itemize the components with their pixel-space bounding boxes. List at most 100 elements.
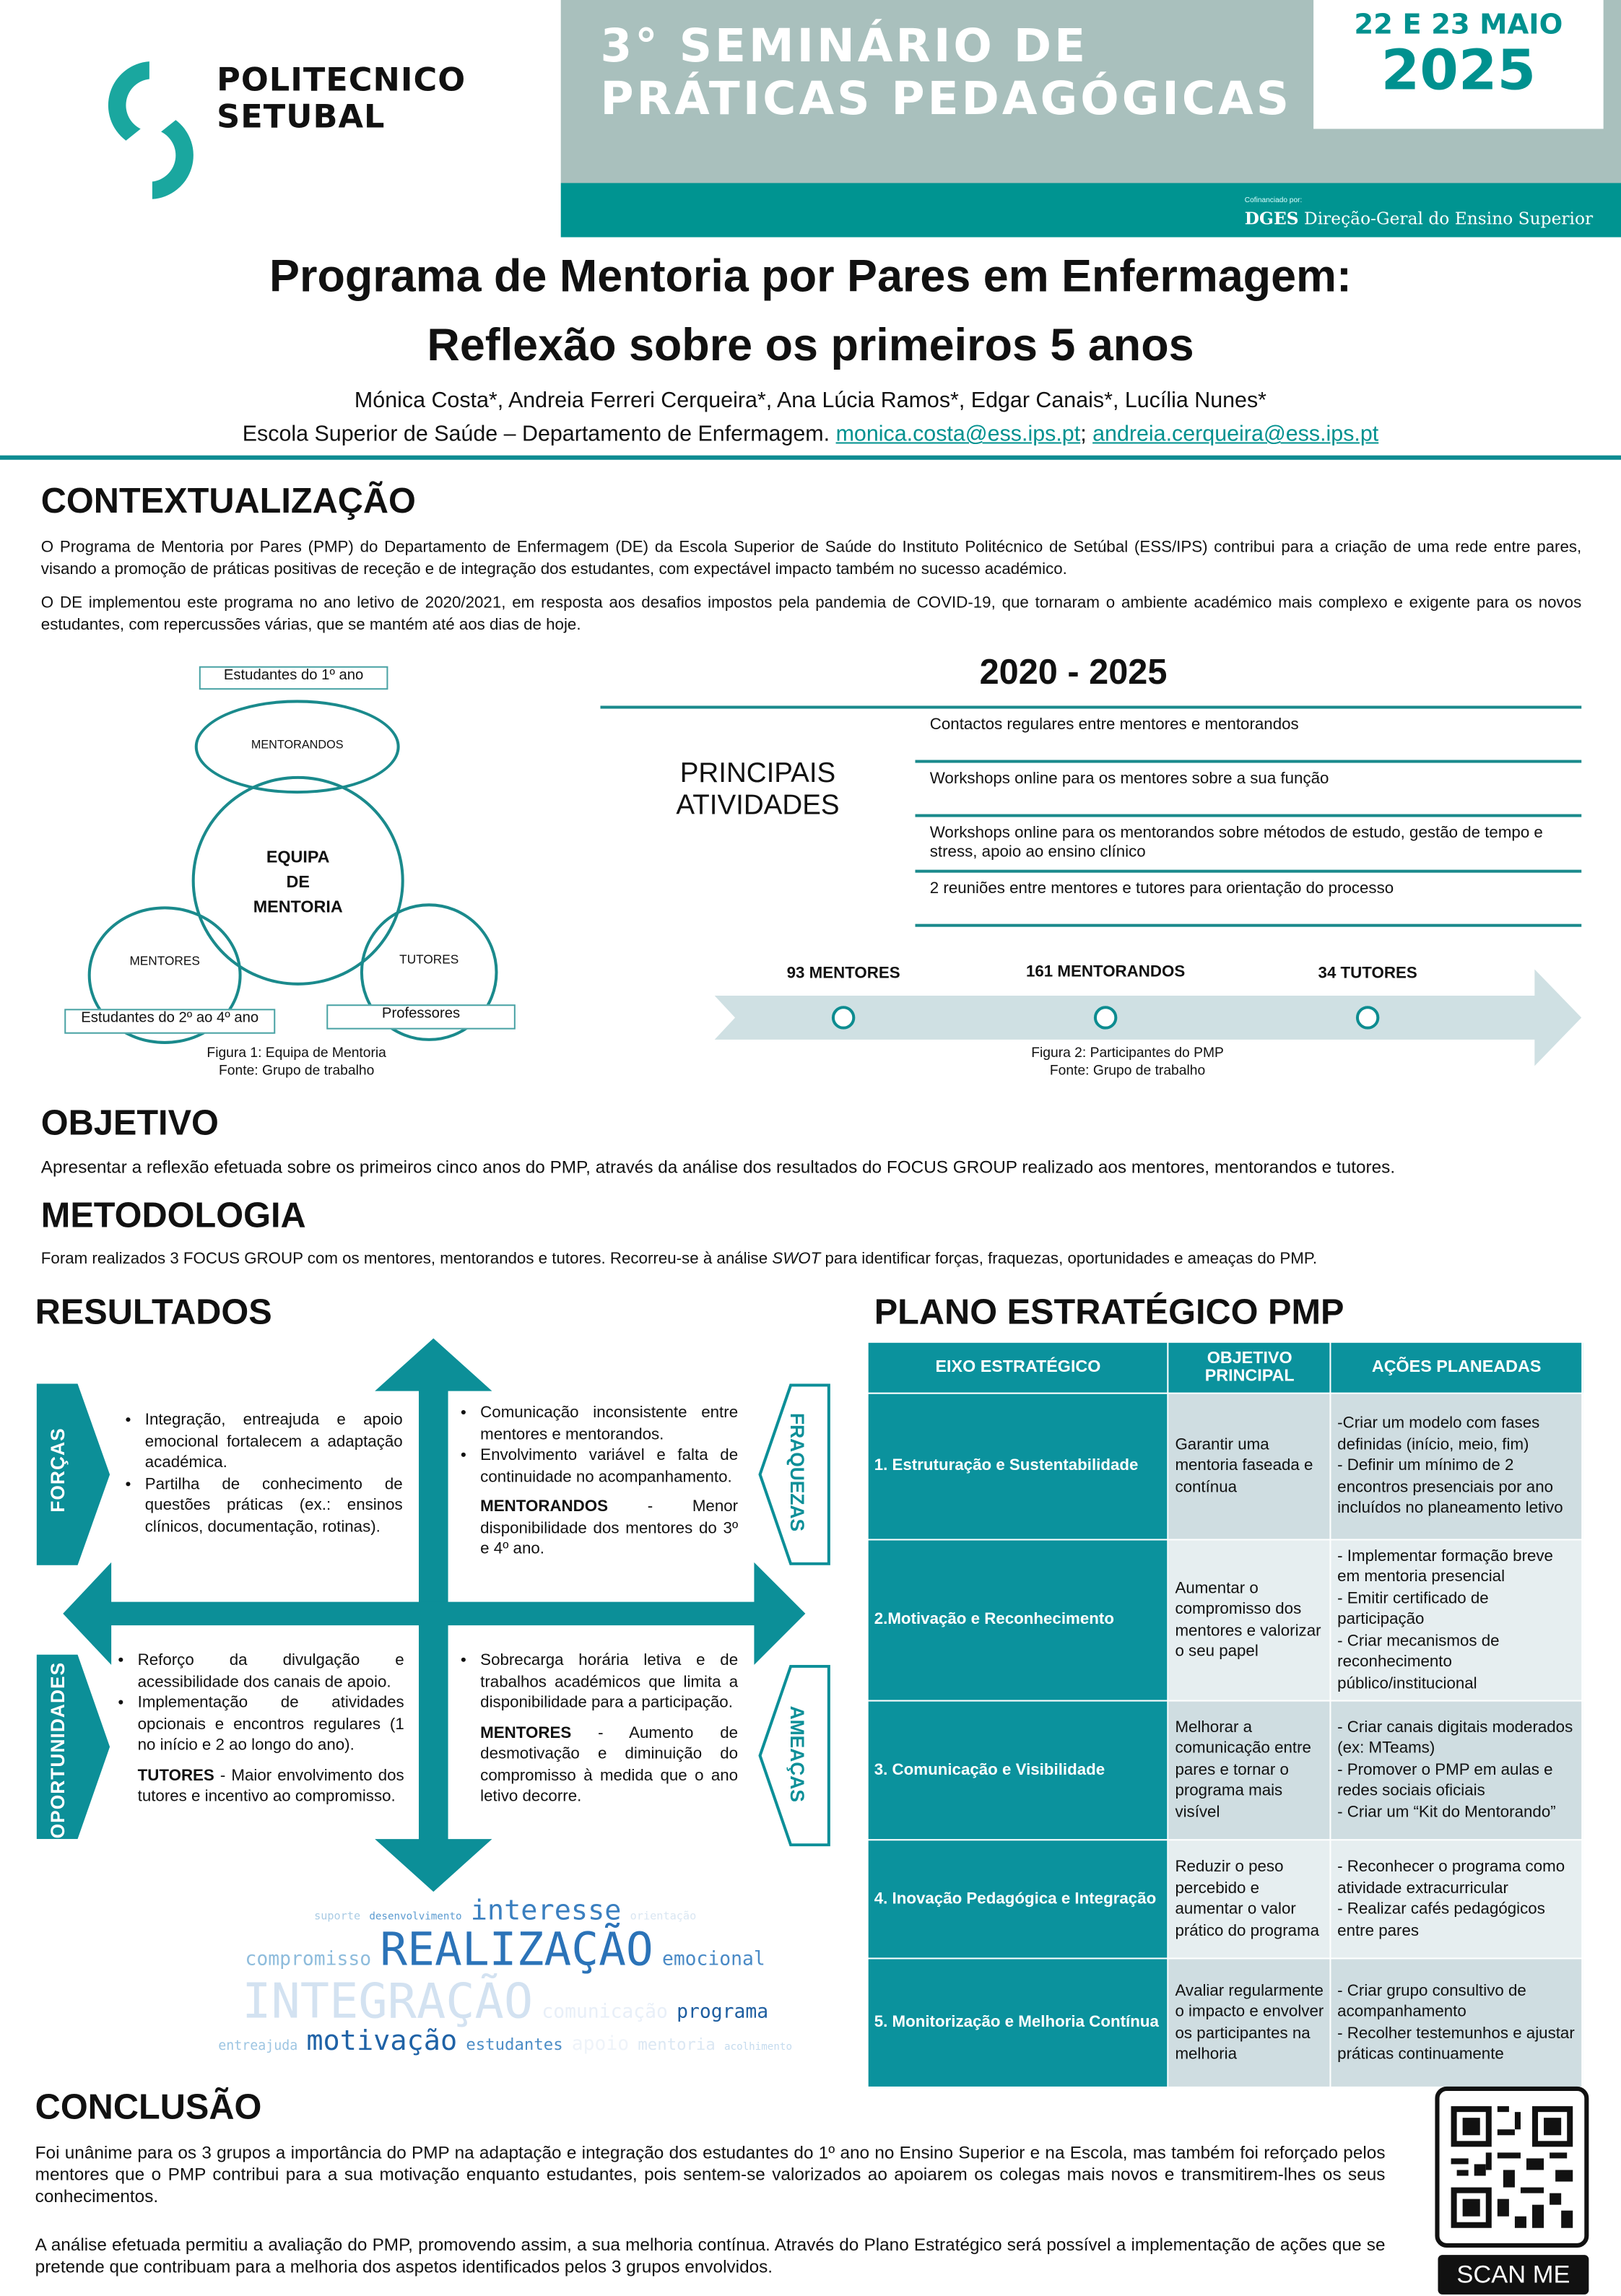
axis-cell: 5. Monitorização e Melhoria Contínua xyxy=(866,1957,1170,2088)
actions-cell: - Criar canais digitais moderados (ex: M… xyxy=(1330,1700,1583,1841)
qr-code[interactable] xyxy=(1435,2086,1589,2248)
label-mentoria: MENTORIA xyxy=(253,899,343,917)
action-item: - Criar grupo consultivo de acompanhamen… xyxy=(1337,1981,1526,2021)
forcas-text: Integração, entreajuda e apoio emocional… xyxy=(124,1410,403,1537)
label-equipa-mentoria: EQUIPA DE MENTORIA xyxy=(192,846,404,921)
timeline-arrow xyxy=(714,969,1582,1066)
funding-strip xyxy=(560,183,1621,238)
action-item: - Criar mecanismos de reconhecimento púb… xyxy=(1337,1632,1500,1692)
axis-cell: 1. Estruturação e Sustentabilidade xyxy=(866,1392,1170,1541)
swot-cross-arrows xyxy=(63,1338,806,1892)
oportunidades-tag xyxy=(36,1654,110,1840)
oportunidades-text: Reforço da divulgação e acessibilidade d… xyxy=(117,1651,404,1808)
oportunidades-note: TUTORES - Maior envolvimento dos tutores… xyxy=(117,1765,404,1808)
tutores-circle xyxy=(360,903,498,1041)
poster-title-line2: Reflexão sobre os primeiros 5 anos xyxy=(427,319,1194,371)
email-separator: ; xyxy=(1080,422,1087,447)
dges-name: Direção-Geral do Ensino Superior xyxy=(1303,207,1594,229)
action-item: -Criar um modelo com fases definidas (in… xyxy=(1337,1414,1540,1454)
word: REALIZAÇÃO xyxy=(380,1923,653,1977)
action-item: - Emitir certificado de participação xyxy=(1337,1589,1489,1629)
action-item: - Implementar formação breve em mentoria… xyxy=(1337,1547,1553,1586)
box-professores: Professores xyxy=(326,1004,516,1030)
actions-cell: - Implementar formação breve em mentoria… xyxy=(1330,1539,1583,1702)
fraquezas-text: Comunicação inconsistente entre mentores… xyxy=(460,1403,738,1560)
action-item: - Recolher testemunhos e ajustar prática… xyxy=(1337,2024,1575,2064)
timeline-dot xyxy=(831,1006,856,1030)
oportunidades-note-text: - Maior envolvimento dos tutores e incen… xyxy=(137,1766,404,1806)
figure1-title: Figura 1: Equipa de Mentoria xyxy=(207,1045,386,1062)
seminar-title-line2: PRÁTICAS PEDAGÓGICAS xyxy=(600,73,1292,126)
event-date: 22 E 23 MAIO 2025 xyxy=(1313,0,1604,129)
word: orientação xyxy=(630,1909,697,1923)
objective-cell: Aumentar o compromisso dos mentores e va… xyxy=(1168,1539,1332,1702)
label-equipa: EQUIPA xyxy=(266,849,330,867)
word: INTEGRAÇÃO xyxy=(242,1972,534,2030)
label-mentorandos: MENTORANDOS xyxy=(251,738,344,752)
email-link-1[interactable]: monica.costa@ess.ips.pt xyxy=(835,422,1081,447)
results-heading: RESULTADOS xyxy=(35,1292,272,1333)
method-text: Foram realizados 3 FOCUS GROUP com os me… xyxy=(41,1249,1581,1271)
fraquezas-note-group: MENTORANDOS xyxy=(480,1497,609,1516)
event-year: 2025 xyxy=(1381,38,1537,103)
word: desenvolvimento xyxy=(369,1910,462,1923)
ameacas-item: Sobrecarga horária letiva e de trabalhos… xyxy=(480,1651,738,1714)
affiliation: Escola Superior de Saúde – Departamento … xyxy=(0,422,1621,446)
conclusion-paragraph-1: Foi unânime para os 3 grupos a importânc… xyxy=(35,2141,1386,2207)
word: apoio xyxy=(571,2033,630,2056)
seminar-title-line1: 3° SEMINÁRIO DE xyxy=(600,20,1089,74)
oportunidades-note-group: TUTORES xyxy=(137,1766,214,1785)
forcas-label: FORÇAS xyxy=(46,1427,69,1513)
activity-item: Workshops online para os mentores sobre … xyxy=(915,763,1582,817)
activity-item: Contactos regulares entre mentores e men… xyxy=(915,709,1582,763)
oportunidades-item: Reforço da divulgação e acessibilidade d… xyxy=(138,1651,404,1693)
conclusion-paragraph-2: A análise efetuada permitiu a avaliação … xyxy=(35,2234,1386,2277)
column-header: EIXO ESTRATÉGICO xyxy=(866,1341,1170,1394)
ameacas-note: MENTORES - Aumento de desmotivação e dim… xyxy=(460,1723,738,1808)
method-text-swot: SWOT xyxy=(772,1250,821,1269)
context-heading: CONTEXTUALIZAÇÃO xyxy=(40,482,416,521)
figure1-source: Fonte: Grupo de trabalho xyxy=(219,1063,375,1079)
dges-acronym: DGES xyxy=(1244,207,1299,229)
mentores-circle xyxy=(87,906,242,1044)
ameacas-label: AMEAÇAS xyxy=(786,1705,809,1802)
activities-label-2: ATIVIDADES xyxy=(676,791,840,822)
email-link-2[interactable]: andreia.cerqueira@ess.ips.pt xyxy=(1092,422,1379,447)
label-de: DE xyxy=(286,874,310,892)
figure2-title: Figura 2: Participantes do PMP xyxy=(1031,1045,1224,1062)
word: suporte xyxy=(314,1909,361,1923)
label-mentores: MENTORES xyxy=(129,953,200,968)
objective-cell: Avaliar regularmente o impacto e envolve… xyxy=(1168,1957,1332,2088)
word: emocional xyxy=(661,1949,765,1971)
box-second-fourth-year: Estudantes do 2º ao 4º ano xyxy=(64,1009,276,1034)
word: acolhimento xyxy=(723,2041,792,2053)
word: motivação xyxy=(306,2025,458,2058)
oportunidades-label: OPORTUNIDADES xyxy=(46,1661,69,1839)
action-item: - Realizar cafés pedagógicos entre pares xyxy=(1337,1900,1545,1940)
action-item: - Definir um mínimo de 2 encontros prese… xyxy=(1337,1457,1563,1518)
word-cloud: suporte desenvolvimento interesse orient… xyxy=(175,1897,835,2056)
plan-heading: PLANO ESTRATÉGICO PMP xyxy=(874,1292,1344,1333)
context-paragraph-1: O Programa de Mentoria por Pares (PMP) d… xyxy=(40,539,1582,579)
word: compromisso xyxy=(245,1949,372,1971)
ameacas-note-group: MENTORES xyxy=(480,1723,572,1742)
objective-cell: Garantir uma mentoria faseada e contínua xyxy=(1168,1392,1332,1541)
actions-cell: - Reconhecer o programa como atividade e… xyxy=(1330,1839,1583,1960)
participants-tutores: 34 TUTORES xyxy=(1318,965,1417,983)
fraquezas-tag xyxy=(758,1383,830,1565)
box-first-year: Estudantes do 1º ano xyxy=(199,666,388,690)
fraquezas-note-text: - Menor disponibilidade dos mentores do … xyxy=(480,1497,739,1558)
axis-cell: 2.Motivação e Reconhecimento xyxy=(866,1539,1170,1702)
word-cloud-row: suporte desenvolvimento interesse orient… xyxy=(314,1897,696,1926)
action-item: - Promover o PMP em aulas e redes sociai… xyxy=(1337,1761,1553,1800)
poster-title-line1: Programa de Mentoria por Pares em Enferm… xyxy=(269,250,1352,302)
action-item: - Criar um “Kit do Mentorando” xyxy=(1337,1803,1556,1822)
objective-heading: OBJETIVO xyxy=(40,1104,219,1144)
fraquezas-item: Envolvimento variável e falta de continu… xyxy=(480,1445,738,1488)
method-text-b: para identificar forças, fraquezas, opor… xyxy=(820,1250,1318,1269)
